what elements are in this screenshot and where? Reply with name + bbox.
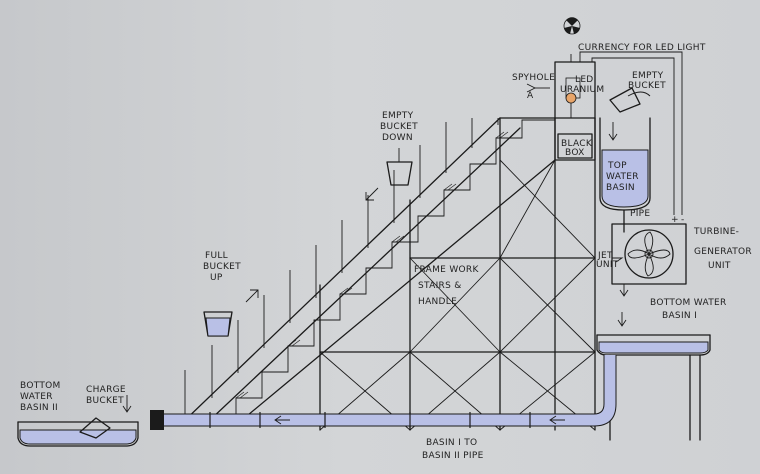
turbine-generator (611, 223, 687, 297)
full-up-label-1: FULL (205, 251, 228, 261)
top-basin-label-3: BASIN (606, 183, 635, 193)
basin2-label-2: WATER (20, 392, 53, 402)
bottom-water-basin-2 (17, 395, 139, 447)
empty-bucket-top (609, 87, 651, 113)
black-box-label-1: BLACK (561, 139, 593, 149)
empty-bucket-top-label-1: EMPTY (632, 71, 664, 81)
top-basin-label-2: WATER (606, 172, 639, 182)
charge-bucket (79, 417, 111, 439)
frame-label-1: FRAME WORK (414, 265, 479, 275)
empty-bucket-down (365, 148, 413, 201)
frame-label-3: HANDLE (418, 297, 457, 307)
plus-sign: + (671, 215, 679, 225)
radiation-icon (563, 17, 581, 35)
charge-label-2: BUCKET (86, 396, 124, 406)
stringer (235, 159, 556, 426)
full-up-label-2: BUCKET (203, 262, 241, 272)
full-up-label-3: UP (210, 273, 223, 283)
empty-down-label-1: EMPTY (382, 111, 414, 121)
basin1-label-1: BOTTOM WATER (650, 298, 727, 308)
pipe-label-1: BASIN I TO (426, 438, 477, 448)
stair-steps (184, 118, 555, 425)
full-bucket-up (203, 289, 259, 337)
black-box-label-2: BOX (565, 148, 585, 158)
step-hatching (235, 131, 509, 399)
basin2-label-1: BOTTOM (20, 381, 61, 391)
spy-mark: A (527, 91, 534, 101)
top-water-basin (599, 117, 651, 233)
currency-label: CURRENCY FOR LED LIGHT (578, 43, 706, 53)
staircase (179, 117, 556, 426)
pipe-label-2: BASIN II PIPE (422, 451, 484, 461)
minus-sign: - (681, 215, 685, 225)
uranium-label: URANIUM (560, 85, 604, 95)
top-basin-label-1: TOP (607, 161, 627, 171)
basin2-label-3: BASIN II (20, 403, 58, 413)
jet-label-2: UNIT (596, 260, 619, 270)
basin1-label-2: BASIN I (662, 311, 697, 321)
black-box-assembly (526, 17, 596, 161)
spyhole-label: SPYHOLE (512, 73, 555, 83)
turbine-label-2: GENERATOR (694, 247, 752, 257)
turbine-label-3: UNIT (708, 261, 731, 271)
black-box (557, 133, 593, 159)
connecting-pipe (150, 355, 617, 430)
handrail-outer (179, 117, 501, 426)
led-wire (579, 51, 683, 215)
handrail-inner (209, 127, 521, 421)
charge-label-1: CHARGE (86, 385, 126, 395)
bottom-water-basin-1 (596, 312, 711, 441)
pipe-label: PIPE (630, 209, 650, 219)
labels: CURRENCY FOR LED LIGHT SPYHOLE A LED URA… (20, 43, 752, 461)
empty-down-label-3: DOWN (382, 133, 413, 143)
led-label: LED (575, 75, 594, 85)
turbine-label-1: TURBINE- (693, 227, 739, 237)
jet-label-1: JET (597, 251, 613, 261)
empty-bucket-top-label-2: BUCKET (628, 81, 666, 91)
frame-label-2: STAIRS & (418, 281, 462, 291)
empty-down-label-2: BUCKET (380, 122, 418, 132)
valve (150, 410, 164, 430)
